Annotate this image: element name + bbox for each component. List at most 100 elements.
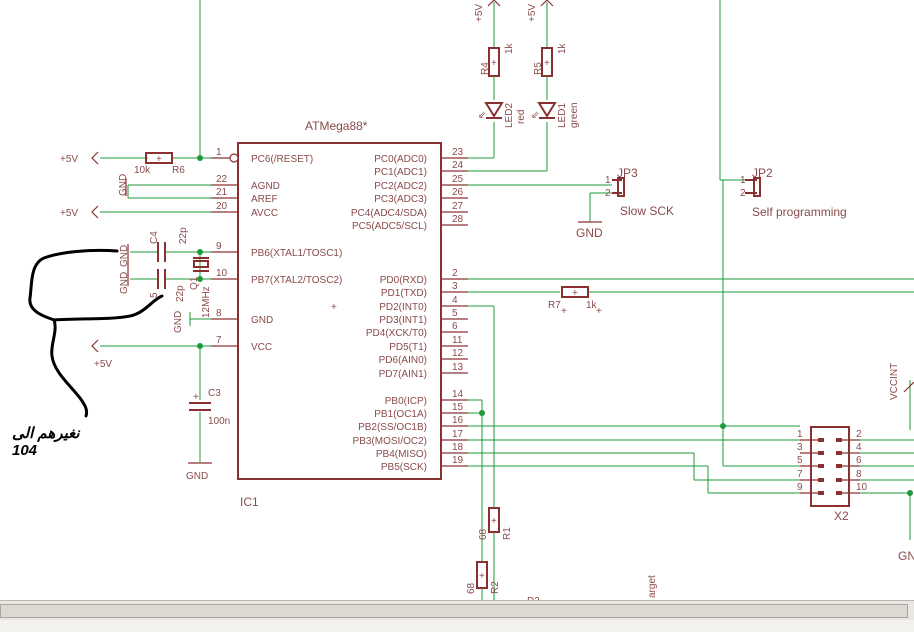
led2-color: red [516, 110, 527, 124]
x2-pin-number: 10 [856, 482, 868, 493]
ic-pin-name: PD6(AIN0) [379, 355, 427, 366]
c3-ref: C3 [208, 388, 221, 399]
ic-pin-number: 22 [216, 174, 228, 185]
ic-pin-number: 8 [216, 308, 222, 319]
handwritten-annotation: نغيرهم الى 104 [12, 248, 164, 459]
supply-label: +5V [94, 359, 112, 370]
ic-pin-name: PB2(SS/OC1B) [358, 422, 427, 433]
r4-ref: R4 [480, 62, 491, 75]
svg-text:+: + [156, 154, 162, 165]
ground-agnd: GND [118, 174, 129, 196]
x2-pin-number: 5 [797, 455, 803, 466]
r7-plus: + [561, 306, 567, 317]
x2-pad [836, 491, 842, 495]
ground-c3: GND [186, 462, 212, 482]
x2-pad [836, 438, 842, 442]
ic-pin-name: PD0(RXD) [380, 275, 427, 286]
scrollbar-track [0, 620, 914, 632]
ic-pin-number: 24 [452, 160, 464, 171]
ground-label: GND [119, 272, 130, 294]
led-led1[interactable]: ⇙ LED1 green [531, 102, 580, 128]
crystal-q1[interactable]: Q1 12MHz [189, 257, 212, 318]
r7-plus: + [596, 306, 602, 317]
r7-value: 1k [586, 300, 598, 311]
resistor-r5[interactable]: + R5 1k [533, 42, 568, 100]
ic-pin-number: 1 [216, 147, 222, 158]
ic-pin-number: 14 [452, 389, 464, 400]
horizontal-scrollbar[interactable] [0, 600, 914, 632]
r1-ref: R1 [502, 527, 513, 540]
ic-pin-name: PB5(SCK) [381, 462, 427, 473]
target-fragment: arget [647, 575, 658, 598]
ground-caps: GND GND [119, 244, 130, 294]
x2-pin-number: 9 [797, 482, 803, 493]
ic-pin-name: PD2(INT0) [379, 302, 427, 313]
ic-pin-number: 25 [452, 174, 464, 185]
c3-value: 100n [208, 416, 230, 427]
x2-pad [818, 438, 824, 442]
ic-pin-name: PD4(XCK/T0) [366, 328, 427, 339]
ic-pin-name: PC3(ADC3) [374, 194, 427, 205]
resistor-r4[interactable]: + R4 1k [480, 42, 515, 100]
jumper-jp2[interactable]: JP2 1 2 Self programming [740, 166, 847, 219]
svg-text:⇙: ⇙ [531, 110, 539, 121]
supply-label: +5V [527, 4, 538, 22]
ground-label: GND [186, 471, 208, 482]
x2-pin-number: 6 [856, 455, 862, 466]
svg-text:+: + [479, 571, 485, 582]
r5-value: 1k [557, 42, 568, 54]
jp2-pin1: 1 [740, 175, 746, 186]
capacitor-c5[interactable]: 5 22p [149, 269, 186, 302]
r6-value: 10k [134, 165, 151, 176]
ic-pin-number: 16 [452, 415, 464, 426]
x2-pad [836, 464, 842, 468]
resistor-r1[interactable]: + 68 R1 [478, 507, 513, 540]
junctions [197, 155, 913, 496]
ic-pin-number: 11 [452, 335, 463, 346]
jumper-jp3[interactable]: JP3 1 2 Slow SCK [605, 166, 674, 218]
ic-pin-name: PC6(/RESET) [251, 154, 313, 165]
x2-pin-number: 2 [856, 429, 862, 440]
supply-5v-reset: +5V [60, 151, 99, 165]
x2-ref: X2 [834, 509, 849, 523]
ic-pin-name: PC1(ADC1) [374, 167, 427, 178]
ic-pin-number: 12 [452, 348, 464, 359]
c5-ref: 5 [149, 292, 160, 298]
ic-atmega88[interactable]: ATMega88* IC1 + [237, 119, 442, 509]
ic-center-mark: + [331, 302, 337, 313]
c4-value: 22p [178, 227, 189, 244]
x2-pin-number: 3 [797, 442, 803, 453]
ic-pin-name: PC4(ADC4/SDA) [351, 208, 427, 219]
svg-text:+: + [544, 58, 550, 69]
capacitor-c4[interactable]: C4 22p [149, 227, 189, 262]
ic-pin-number: 26 [452, 187, 464, 198]
r2-ref: R2 [490, 581, 501, 594]
supply-5v-avcc: +5V [60, 205, 99, 219]
ic-pin-name: AGND [251, 181, 280, 192]
jp3-pin2: 2 [605, 188, 611, 199]
scrollbar-thumb[interactable] [0, 604, 908, 618]
resistor-r6[interactable]: + 10k R6 [134, 152, 185, 176]
ic-pin-name: AVCC [251, 208, 278, 219]
supply-5v-top1: +5V [474, 0, 501, 48]
r1-value: 68 [478, 528, 489, 540]
ic-pin-name: PB4(MISO) [376, 449, 427, 460]
capacitor-c3[interactable]: + C3 100n [189, 388, 230, 427]
ic-pin-number: 4 [452, 295, 458, 306]
r4-value: 1k [504, 42, 515, 54]
supply-label: +5V [60, 154, 78, 165]
x2-pin-number: 1 [797, 429, 803, 440]
ground-jp3: GND [576, 221, 603, 240]
svg-text:+: + [491, 516, 497, 527]
svg-text:+: + [572, 288, 578, 299]
ic-pin-name: PB7(XTAL2/TOSC2) [251, 275, 342, 286]
x2-pin-number: 7 [797, 469, 803, 480]
ic-pin-name: PB0(ICP) [385, 396, 427, 407]
resistor-r7[interactable]: + R7 + 1k + [548, 286, 602, 317]
resistor-r2[interactable]: + 68 R2 [466, 561, 501, 594]
connector-x2[interactable]: X2 [800, 426, 860, 523]
r7-ref: R7 [548, 300, 561, 311]
led-led2[interactable]: ⇙ LED2 red [478, 102, 527, 128]
